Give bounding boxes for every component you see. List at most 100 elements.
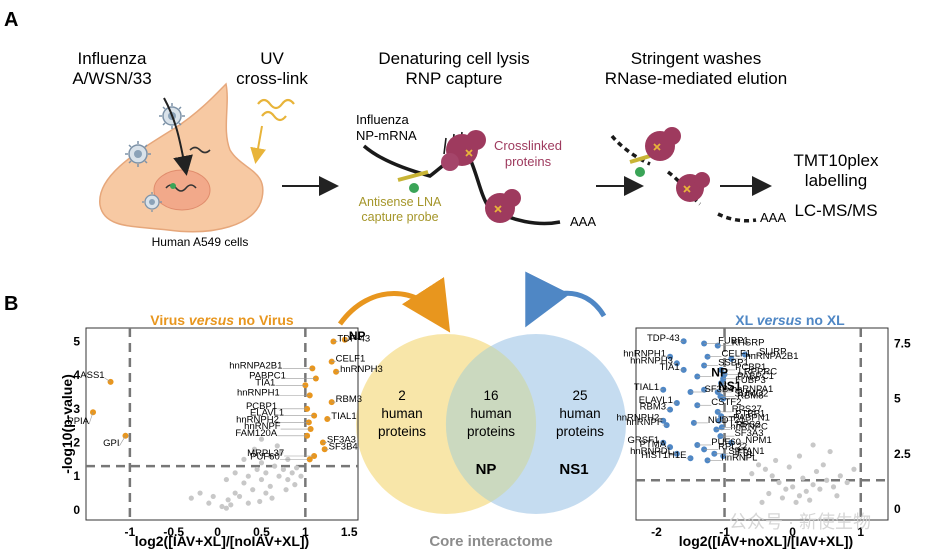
point-label: SF3A3 (734, 428, 763, 439)
background-point (210, 493, 216, 500)
cytoplasmic-rna-icon (189, 146, 211, 154)
background-point (749, 471, 755, 477)
panel-b-label: B (4, 293, 18, 315)
venn-right-text: human (559, 406, 600, 421)
uv-arrow-icon (250, 125, 266, 164)
background-point (813, 468, 820, 475)
point-label: TIAL1 (331, 411, 356, 422)
background-point (267, 483, 273, 489)
svg-text:Influenza: Influenza (78, 49, 148, 68)
background-point (278, 450, 284, 456)
background-point (257, 498, 263, 505)
point-label: PCBP1 (735, 362, 766, 373)
virus-label: Influenza A/WSN/33 (72, 49, 151, 88)
background-point (786, 464, 792, 470)
point-label: hnRNPF (626, 417, 663, 428)
point-label: MRPL37 (247, 448, 284, 459)
venn-np-label: NP (476, 461, 497, 478)
background-point (274, 443, 280, 449)
point-label: hnRNPF (244, 421, 281, 432)
lna-probe-icon (629, 154, 651, 164)
venn-left-text: proteins (378, 424, 426, 439)
venn-diagram (356, 334, 626, 514)
background-point (766, 490, 772, 497)
tmt-label: TMT10plex labelling (793, 151, 879, 190)
point-label: PABPC1 (249, 371, 286, 382)
y-tick-label: 5 (894, 392, 901, 406)
background-point (810, 442, 816, 448)
point-label: SF3A3 (327, 435, 356, 446)
point-label: SF3B4 (704, 384, 733, 395)
left-plot-title: Virus versus no Virus (150, 312, 294, 328)
point-label: ASS1 (80, 370, 104, 381)
point-label: SF3B4 (329, 441, 358, 452)
svg-text:NP-mRNA: NP-mRNA (356, 128, 417, 143)
background-point (827, 448, 833, 455)
point-label: hnRNPH3 (630, 355, 673, 366)
background-point (851, 466, 857, 472)
background-point (223, 505, 229, 511)
crosslinked-proteins-label: Crosslinked proteins (494, 138, 562, 169)
y-tick-label: 2.5 (894, 447, 911, 461)
point-label: RPL22 (718, 441, 747, 452)
background-point (267, 453, 273, 459)
point-label: hnRNPH1 (623, 349, 666, 360)
point-label: hnRNPL (722, 452, 758, 463)
background-point (796, 493, 803, 499)
wash-label: Stringent washes RNase-mediated elution (605, 49, 787, 88)
background-point (793, 499, 799, 505)
point-label: RPS2 (736, 419, 761, 430)
x-tick-label: 1 (302, 525, 309, 539)
point-label: PCBP1 (246, 401, 277, 412)
point-label: TIA1 (660, 362, 680, 373)
left-y-axis-label: -log10(p-value) (59, 374, 75, 474)
x-tick-label: 1.5 (341, 525, 358, 539)
cell-label: Human A549 cells (152, 235, 249, 249)
point-label: NP (349, 329, 366, 343)
background-point (276, 473, 282, 479)
infection-arrow-icon (163, 97, 193, 176)
svg-text:A/WSN/33: A/WSN/33 (72, 69, 151, 88)
background-point (830, 484, 837, 490)
point-label: PTBP1 (735, 408, 765, 419)
point-label: SUMO2 (734, 388, 768, 399)
svg-text:Stringent washes: Stringent washes (631, 49, 761, 68)
lcms-label: LC-MS/MS (794, 201, 877, 220)
svg-text:Crosslinked: Crosslinked (494, 138, 562, 153)
venn-overlap (445, 346, 537, 502)
point-label: PABPC1 (737, 371, 774, 382)
background-point (250, 487, 256, 493)
crosslinked-protein-icon (441, 130, 486, 171)
venn-mid-text: human (470, 406, 511, 421)
point-label: hnRNPH3 (340, 364, 383, 375)
svg-text:TMT10plex: TMT10plex (793, 151, 879, 170)
background-point (228, 502, 234, 508)
background-point (245, 500, 251, 506)
background-point (810, 482, 816, 488)
background-point (807, 497, 813, 503)
point-label: NPM1 (745, 435, 771, 446)
point-label: TIAL1 (634, 382, 659, 393)
point-label: CELF1 (722, 349, 752, 360)
y-tick-label: 7.5 (894, 336, 911, 350)
background-point (225, 497, 231, 503)
x-tick-label: -2 (651, 525, 662, 539)
svg-text:RNase-mediated elution: RNase-mediated elution (605, 69, 787, 88)
background-point (755, 462, 762, 468)
point-label: TIA1 (255, 377, 275, 388)
venn-ns1-label: NS1 (559, 461, 588, 478)
background-point (803, 488, 809, 494)
point-label: SLIRP (759, 346, 786, 357)
virus-icon (125, 141, 151, 167)
background-point (188, 495, 194, 501)
uv-light-icon (257, 98, 295, 122)
background-point (254, 466, 260, 473)
cell-nucleus (153, 169, 211, 211)
right-plot-frame (635, 327, 889, 521)
background-point (280, 466, 287, 473)
x-tick-label: -1 (125, 525, 136, 539)
bead-icon (635, 167, 645, 177)
left-x-axis-label: log2([IAV+XL]/[noIAV+XL]) (135, 533, 309, 549)
background-point (776, 479, 782, 486)
